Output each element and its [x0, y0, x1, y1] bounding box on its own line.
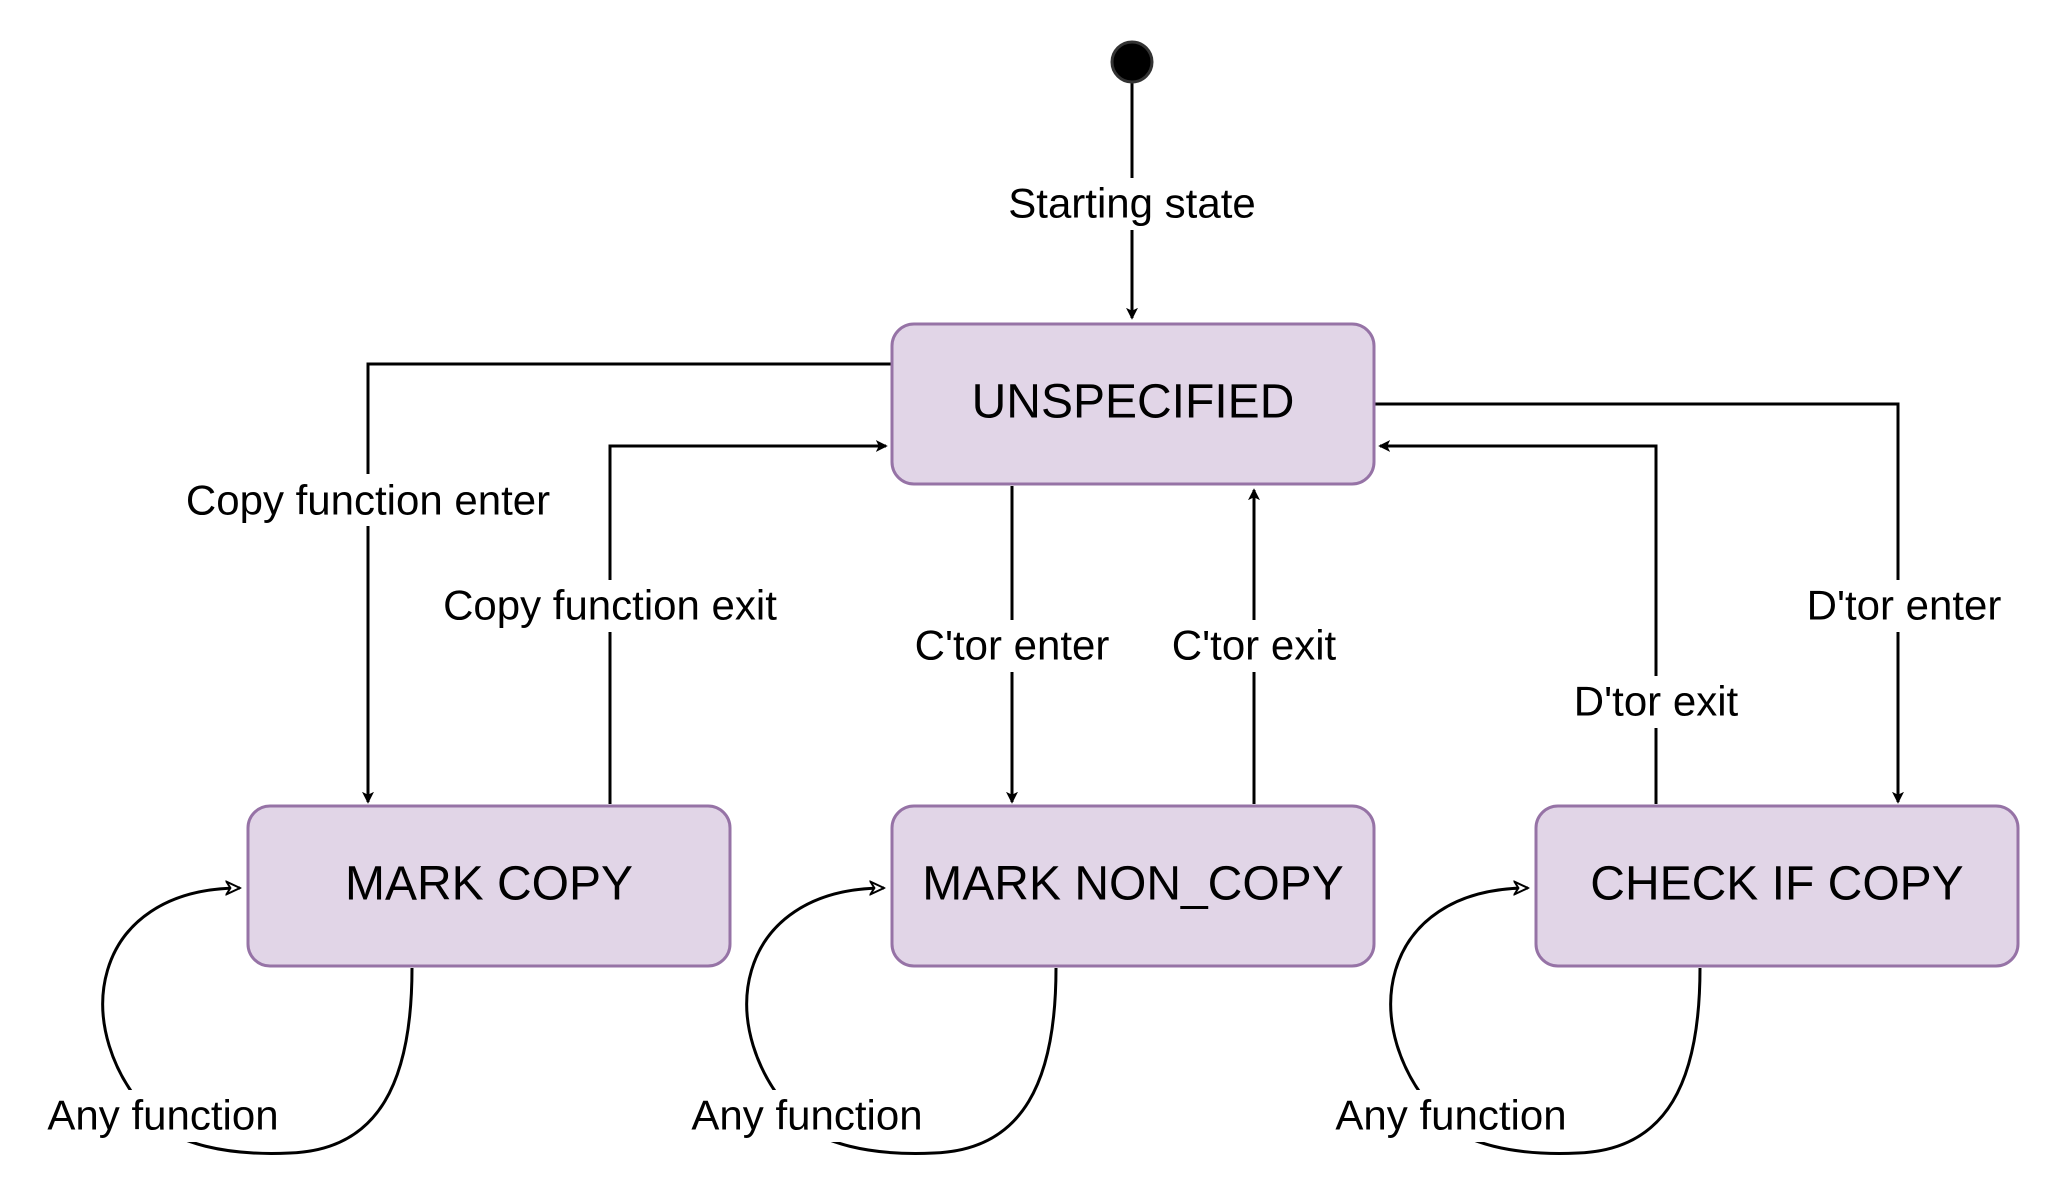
svg-text:C'tor exit: C'tor exit	[1172, 622, 1337, 669]
edge-dtor-exit	[1378, 440, 1658, 804]
svg-text:Any function: Any function	[1335, 1092, 1566, 1139]
state-mark-copy[interactable]: MARK COPY	[246, 804, 732, 968]
edge-copy-function-exit	[608, 440, 888, 804]
svg-text:Copy function enter: Copy function enter	[186, 477, 550, 524]
state-unspecified-label: UNSPECIFIED	[972, 376, 1295, 429]
state-check-if-copy-label: CHECK IF COPY	[1590, 858, 1963, 911]
label-copy-function-exit: Copy function exit	[430, 580, 790, 632]
label-dtor-enter: D'tor enter	[1796, 580, 2008, 632]
edge-dtor-enter	[1374, 402, 1904, 804]
svg-text:Any function: Any function	[47, 1092, 278, 1139]
svg-text:D'tor enter: D'tor enter	[1807, 582, 2002, 629]
state-unspecified[interactable]: UNSPECIFIED	[890, 322, 1376, 486]
label-any-function-mark-copy: Any function	[40, 1090, 288, 1142]
label-ctor-exit: C'tor exit	[1164, 620, 1344, 672]
state-mark-copy-label: MARK COPY	[345, 858, 633, 911]
svg-text:Starting state: Starting state	[1008, 180, 1255, 227]
svg-text:Any function: Any function	[691, 1092, 922, 1139]
svg-text:C'tor enter: C'tor enter	[915, 622, 1110, 669]
svg-text:D'tor exit: D'tor exit	[1574, 678, 1739, 725]
label-ctor-enter: C'tor enter	[906, 620, 1118, 672]
label-any-function-mark-non-copy: Any function	[684, 1090, 932, 1142]
label-starting-state: Starting state	[992, 178, 1274, 230]
edge-copy-function-enter	[362, 362, 892, 804]
start-node	[1110, 40, 1154, 84]
state-mark-non-copy-label: MARK NON_COPY	[922, 858, 1343, 911]
label-copy-function-enter: Copy function enter	[172, 474, 564, 526]
state-check-if-copy[interactable]: CHECK IF COPY	[1534, 804, 2020, 968]
label-dtor-exit: D'tor exit	[1566, 676, 1746, 728]
state-mark-non-copy[interactable]: MARK NON_COPY	[890, 804, 1376, 968]
svg-text:Copy function exit: Copy function exit	[443, 582, 777, 629]
label-any-function-check-if-copy: Any function	[1328, 1090, 1576, 1142]
